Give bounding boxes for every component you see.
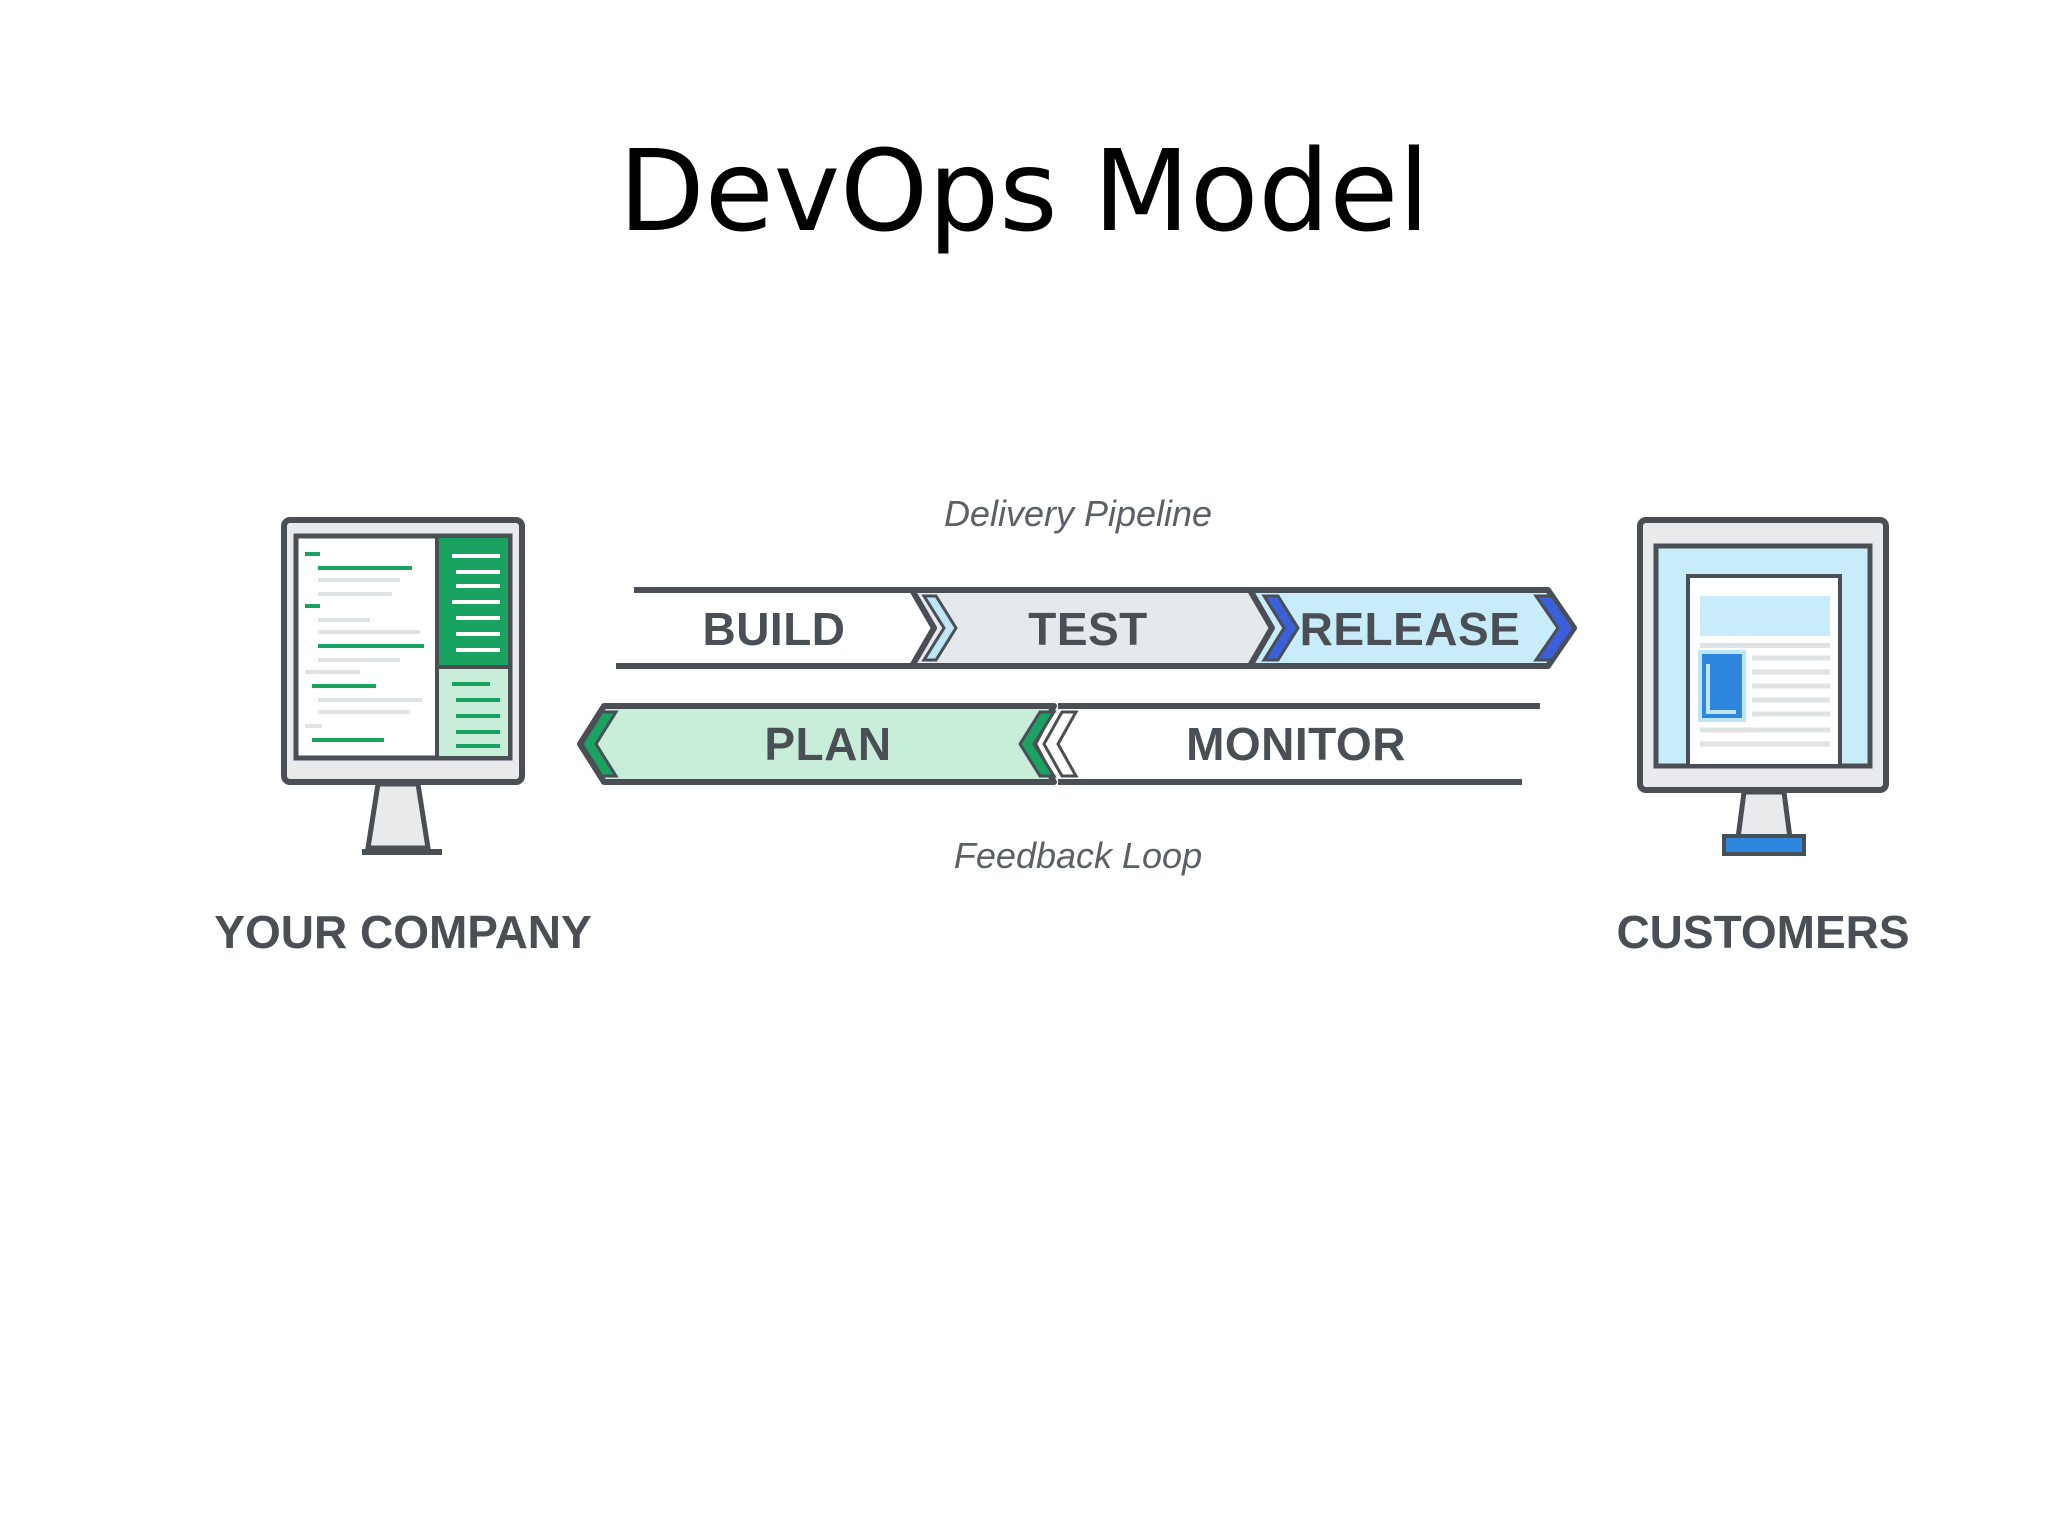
feedback-loop-caption: Feedback Loop	[954, 835, 1202, 876]
test-label: TEST	[1028, 603, 1148, 655]
delivery-pipeline: BUILD TEST RELEASE	[616, 587, 1577, 669]
slide-title: DevOps Model	[618, 127, 1430, 257]
your-company-label: YOUR COMPANY	[214, 906, 591, 958]
delivery-pipeline-caption: Delivery Pipeline	[944, 493, 1212, 534]
plan-stage	[577, 703, 1057, 785]
release-label: RELEASE	[1300, 603, 1521, 655]
build-stage	[616, 590, 934, 666]
monitor-stage	[1058, 706, 1540, 782]
plan-label: PLAN	[764, 718, 891, 770]
build-label: BUILD	[702, 603, 845, 655]
release-stage	[1247, 587, 1577, 669]
code-monitor-icon	[281, 517, 525, 855]
customers-label: CUSTOMERS	[1616, 906, 1909, 958]
monitor-label: MONITOR	[1186, 718, 1406, 770]
feedback-loop: PLAN MONITOR	[577, 703, 1540, 785]
website-monitor-icon	[1637, 517, 1889, 856]
